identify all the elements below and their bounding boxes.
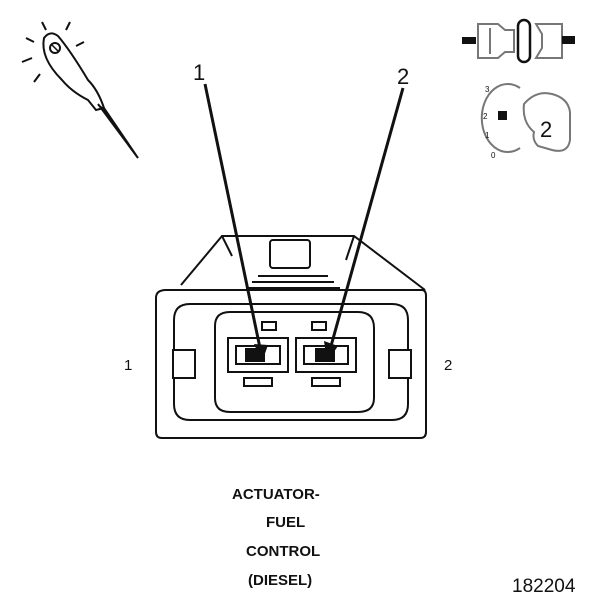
- dial-tick-1: 1: [485, 131, 490, 140]
- callout-label-2: 2: [397, 64, 409, 89]
- connector-housing: [155, 235, 427, 439]
- caption-line-1: ACTUATOR-: [232, 486, 320, 503]
- callout-arrow-2: [324, 87, 405, 362]
- connector-disconnected-icon: [462, 18, 575, 64]
- dial-tick-2: 2: [483, 112, 488, 121]
- side-label-left: 1: [124, 357, 132, 374]
- callout-arrow-1: [203, 83, 268, 362]
- caption-line-4: (DIESEL): [248, 572, 313, 589]
- figure-number: 182204: [512, 576, 576, 597]
- test-probe-icon: [21, 21, 139, 159]
- dial-tick-0: 0: [491, 151, 496, 160]
- terminal-1: [227, 321, 289, 387]
- dial-tick-3: 3: [485, 85, 490, 94]
- lock-position-icon: 3 2 1 0 2: [480, 83, 571, 160]
- caption-line-3: CONTROL: [246, 543, 321, 560]
- side-label-right: 2: [444, 357, 452, 374]
- dial-position-value: 2: [540, 117, 552, 142]
- callout-label-1: 1: [193, 60, 205, 85]
- caption-line-2: FUEL: [266, 514, 306, 531]
